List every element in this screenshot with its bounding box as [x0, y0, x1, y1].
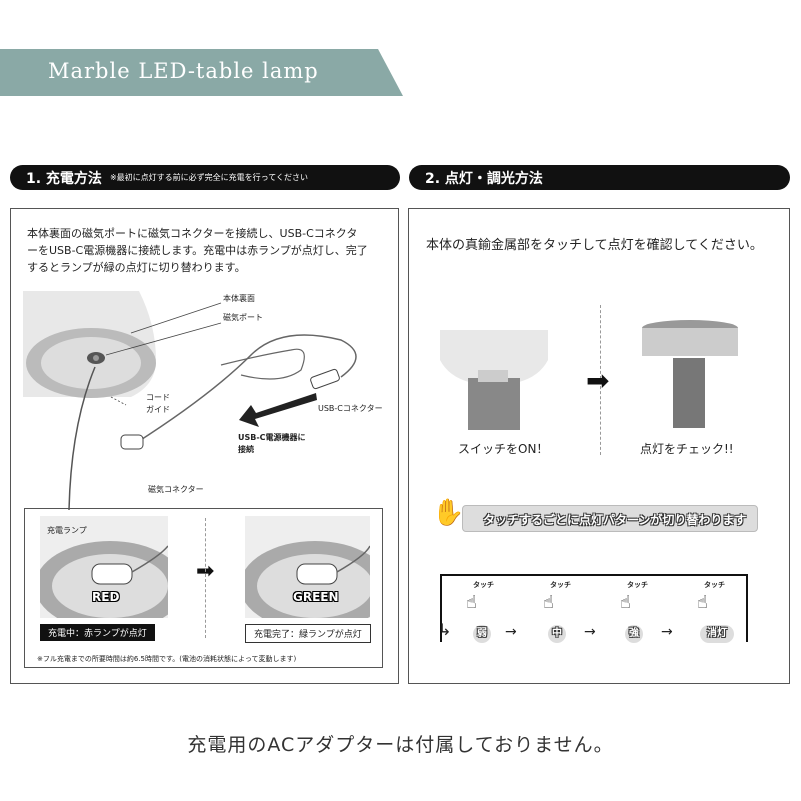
red-state-illustration — [40, 516, 168, 618]
level-medium: 中 — [548, 625, 566, 643]
lighting-desc: 本体の真鍮金属部をタッチして点灯を確認してください。 — [426, 238, 763, 253]
level-strong: 強 — [625, 625, 643, 643]
tap-hand-icon-3: ☝ — [620, 592, 631, 613]
section1-title: 1. 充電方法 — [26, 170, 102, 187]
tap-4: タッチ — [704, 581, 725, 589]
tap-3: タッチ — [627, 581, 648, 589]
lighting-panel — [408, 208, 790, 684]
product-title: Marble LED-table lamp — [48, 59, 319, 83]
level-off: 消灯 — [700, 625, 734, 643]
switch-illustration — [440, 330, 548, 430]
charging-status-box — [24, 508, 383, 668]
tap-1: タッチ — [473, 581, 494, 589]
switch-on-label: スイッチをON！ — [458, 442, 549, 456]
status-divider — [205, 518, 206, 638]
label-magnet: 磁気コネクター — [148, 485, 204, 494]
arrow-icon-1: → — [505, 624, 517, 640]
switch-arrow-icon: ➡ — [586, 364, 610, 397]
level-cycle-box — [440, 574, 748, 642]
green-word: GREEN — [293, 590, 339, 604]
arrow-icon-3: → — [661, 624, 673, 640]
green-state-illustration — [245, 516, 370, 618]
lighting-divider — [600, 305, 601, 455]
cycle-arrow-start: ↳ — [438, 620, 452, 639]
charging-desc-1: 本体裏面の磁気ポートに磁気コネクターを接続し、USB-Cコネクタ — [27, 227, 358, 240]
title-banner — [0, 49, 403, 96]
label-device: USB-C電源機器に 接続 — [238, 433, 306, 454]
charge-lamp-label: 充電ランプ — [47, 526, 87, 535]
check-label: 点灯をチェック!! — [640, 442, 734, 456]
lit-illustration — [642, 320, 738, 428]
section1-note: ※最初に点灯する前に必ず完全に充電を行ってください — [109, 173, 308, 182]
touch-hand-icon: ✋ — [432, 498, 465, 528]
section2-header: 2. 点灯・調光方法 — [409, 165, 790, 190]
usbc-connector — [310, 368, 340, 390]
charging-desc-2: ーをUSB-C電源機器に接続します。充電中は赤ランプが点灯し、完了 — [27, 244, 368, 257]
direction-arrow — [239, 393, 317, 427]
charging-desc-3: するとランプが緑の点灯に切り替わります。 — [27, 261, 246, 274]
green-caption: 充電完了：緑ランプが点灯 — [245, 624, 371, 643]
charging-diagram — [23, 291, 357, 510]
tap-hand-icon-1: ☝ — [466, 592, 477, 613]
red-word: RED — [92, 590, 120, 604]
tap-hand-icon-4: ☝ — [697, 592, 708, 613]
tap-hand-icon-2: ☝ — [543, 592, 554, 613]
cable — [68, 366, 96, 510]
level-weak: 弱 — [473, 625, 491, 643]
touch-text: タッチするごとに点灯パターンが切り替わります — [483, 513, 747, 527]
label-bottom: 本体裏面 — [223, 294, 255, 303]
section2-title: 2. 点灯・調光方法 — [425, 170, 543, 187]
red-caption: 充電中：赤ランプが点灯 — [40, 624, 155, 641]
label-port: 磁気ポート — [223, 313, 263, 322]
magnet-connector — [120, 434, 144, 450]
charge-footnote: ※フル充電までの所要時間は約6.5時間です。(電池の消耗状態によって変動します) — [37, 655, 297, 663]
arrow-icon-2: → — [584, 624, 596, 640]
tap-2: タッチ — [550, 581, 571, 589]
label-usbc: USB-Cコネクター — [318, 404, 383, 413]
touch-bar: タッチするごとに点灯パターンが切り替わります — [462, 505, 758, 532]
footer-note: 充電用のACアダプターは付属しておりません。 — [187, 734, 614, 756]
label-guide: コード ガイド — [146, 393, 170, 414]
section1-header: 1. 充電方法 ※最初に点灯する前に必ず完全に充電を行ってください — [10, 165, 400, 190]
